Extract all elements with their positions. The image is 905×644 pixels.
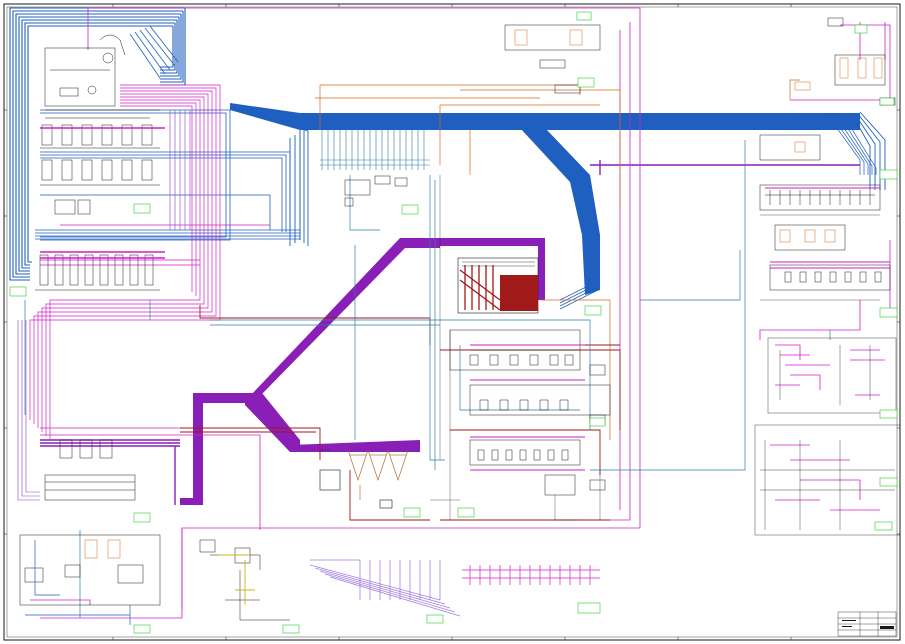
upper-left-unit-block: [44, 34, 160, 119]
red-reactor-block: [457, 257, 539, 314]
right-magenta-headers: [765, 187, 890, 269]
top-center-units: [504, 24, 601, 94]
title-block: [837, 611, 897, 637]
bottom-blue-lines: [25, 540, 131, 625]
upper-right-units: [794, 17, 896, 106]
bottom-yellow-lines: [218, 554, 255, 605]
right-control-panels: [754, 337, 901, 536]
tank-row-3: [39, 254, 154, 286]
small-units-row-b: [44, 199, 136, 501]
title-block-marks: [842, 620, 894, 629]
left-tank-rows: [35, 124, 160, 291]
center-column-field: [320, 130, 430, 170]
magenta-unit-headers: [470, 344, 585, 471]
sheet-border: [3, 3, 901, 641]
left-diagonal-feeders: [129, 25, 179, 79]
right-side-units: [759, 134, 891, 291]
left-blue-loop-bundle: [9, 7, 186, 281]
magenta-header-bars: [40, 127, 165, 259]
main-purple-trunk: [180, 238, 545, 505]
black-wiring: [320, 175, 880, 521]
bottom-lilac-manifold: [309, 559, 461, 617]
green-label-tags: [9, 11, 898, 634]
violet-inner-bundle: [17, 110, 191, 501]
bottom-left-units: [19, 534, 161, 606]
right-panel-detail-dark: [760, 345, 895, 530]
center-small-units: [344, 175, 408, 207]
bottom-pink-manifold: [462, 565, 600, 585]
border-tick-marks: [4, 4, 900, 640]
cone-settlers: [319, 449, 409, 509]
tank-row-2: [41, 159, 153, 181]
magenta-left-bundle: [29, 84, 221, 440]
tank-row-1: [41, 124, 153, 146]
